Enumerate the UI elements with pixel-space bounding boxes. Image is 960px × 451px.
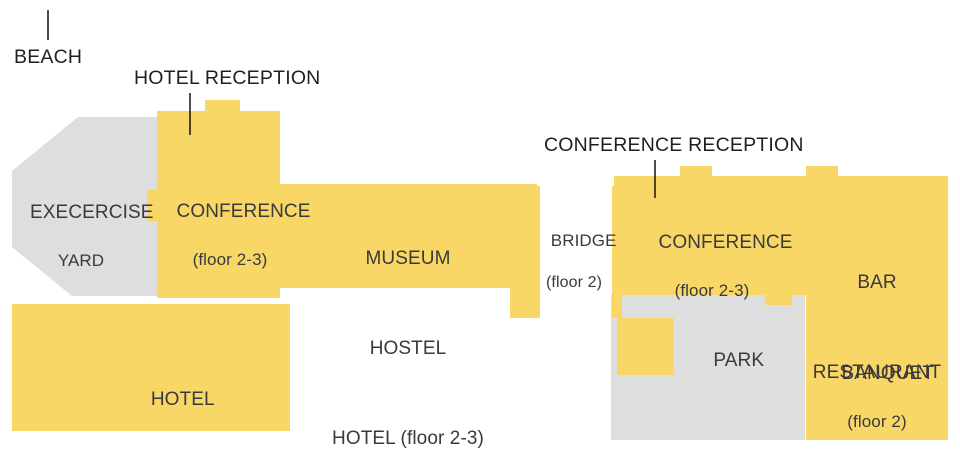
conference-west-roof-notch bbox=[205, 100, 240, 112]
park-pavilion-shape bbox=[617, 318, 674, 375]
museum-block-shape bbox=[279, 184, 537, 288]
bar-restaurant-banquet-shape bbox=[806, 176, 948, 440]
exercise-yard-shape bbox=[12, 117, 158, 296]
park-north-notch bbox=[765, 294, 792, 305]
bridge-shape bbox=[510, 186, 540, 318]
conference-west-shape bbox=[157, 111, 280, 298]
conference-east-shape bbox=[614, 176, 808, 295]
conference-east-roof-notch bbox=[680, 166, 712, 178]
conference-west-side-tab bbox=[147, 190, 158, 221]
bar-roof-notch bbox=[806, 166, 838, 178]
hotel-south-shape bbox=[12, 304, 290, 431]
